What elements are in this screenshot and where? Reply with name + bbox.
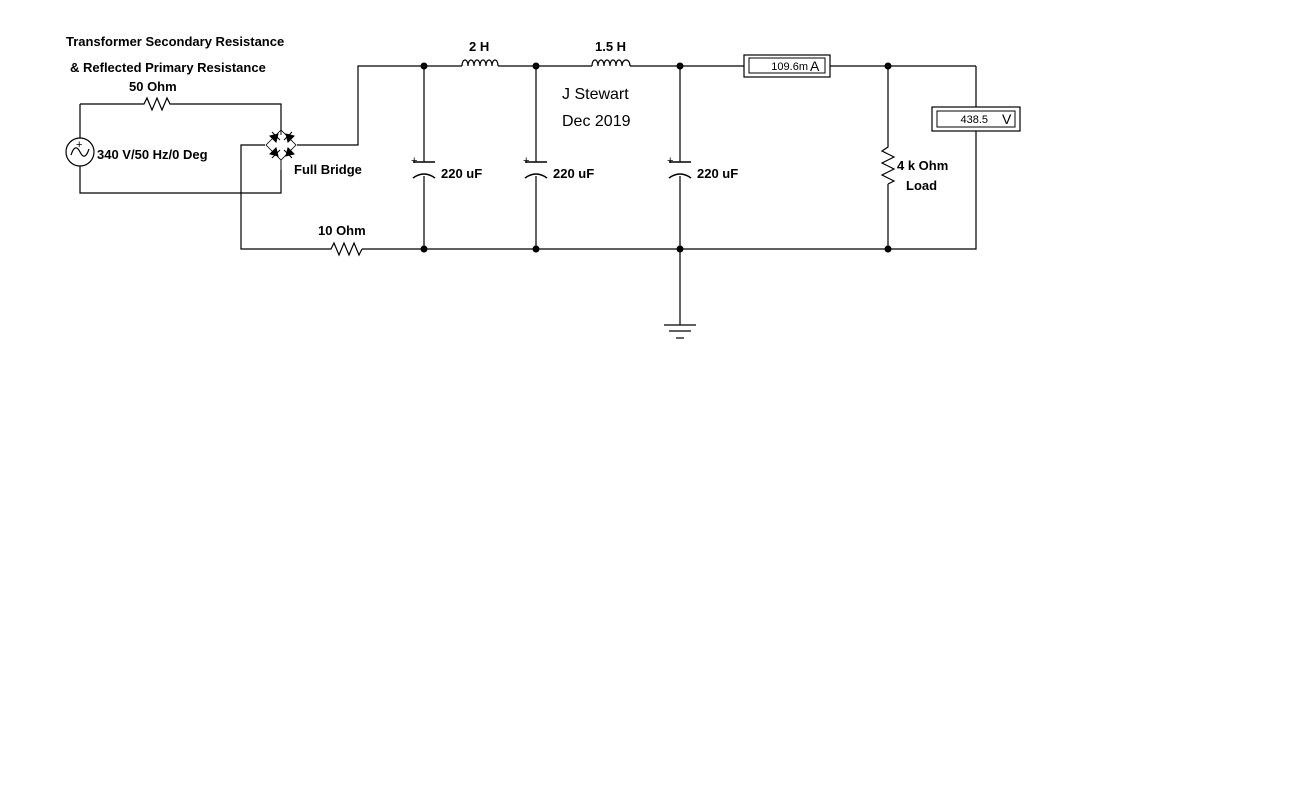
inductor-2h-label: 2 H (469, 39, 489, 54)
title-line-1: Transformer Secondary Resistance (66, 34, 284, 49)
diode-icon (269, 147, 281, 159)
diode-icon (283, 147, 295, 159)
resistor-50-label: 50 Ohm (129, 79, 177, 94)
ground-icon (664, 324, 696, 339)
resistor-50-ohm[interactable] (141, 96, 173, 112)
ammeter-unit: A (810, 58, 820, 74)
ammeter[interactable]: 109.6m A (743, 54, 831, 78)
source-label: 340 V/50 Hz/0 Deg (97, 147, 208, 162)
inductor-2h[interactable] (461, 59, 499, 67)
capacitor-2[interactable]: + (523, 155, 548, 179)
wire-bridge-minus (240, 144, 328, 250)
source-plus-sign: + (76, 139, 82, 151)
ammeter-value: 109.6m (771, 61, 808, 73)
wire-source-top (80, 103, 282, 130)
junction-dot (420, 62, 428, 70)
capacitor-2-label: 220 uF (553, 166, 594, 181)
load-resistor-label: 4 k Ohm (897, 158, 948, 173)
voltmeter-value: 438.5 (960, 114, 988, 126)
capacitor-3[interactable]: + (667, 155, 692, 179)
voltmeter-unit: V (1002, 111, 1012, 127)
sine-wave-icon (70, 147, 90, 157)
diode-icon (283, 131, 295, 143)
diode-icon (269, 131, 281, 143)
junction-dot (420, 245, 428, 253)
junction-dot (884, 62, 892, 70)
capacitor-1-label: 220 uF (441, 166, 482, 181)
junctions (420, 62, 892, 253)
inductor-1-5h-label: 1.5 H (595, 39, 626, 54)
wires (79, 65, 977, 325)
wire-bridge-plus (297, 65, 462, 146)
resistor-load[interactable] (880, 144, 896, 185)
junction-dot (676, 245, 684, 253)
resistor-10-ohm[interactable] (328, 241, 363, 257)
capacitor-plus-sign: + (523, 155, 529, 167)
capacitor-3-label: 220 uF (697, 166, 738, 181)
inductor-1-5h[interactable] (591, 59, 631, 67)
wire-source-bottom (79, 104, 282, 194)
full-bridge-rectifier[interactable] (265, 129, 297, 170)
junction-dot (532, 245, 540, 253)
author-label: J Stewart (562, 86, 629, 103)
title-line-2: & Reflected Primary Resistance (70, 60, 266, 75)
junction-dot (884, 245, 892, 253)
capacitor-plus-sign: + (411, 155, 417, 167)
junction-dot (676, 62, 684, 70)
capacitor-1[interactable]: + (411, 155, 436, 179)
capacitor-plus-sign: + (667, 155, 673, 167)
date-label: Dec 2019 (562, 113, 631, 130)
load-label: Load (906, 178, 937, 193)
voltmeter[interactable]: 438.5 V (931, 106, 1021, 132)
ac-source[interactable]: + (65, 137, 95, 167)
resistor-10-label: 10 Ohm (318, 223, 366, 238)
bridge-label: Full Bridge (294, 162, 362, 177)
junction-dot (532, 62, 540, 70)
